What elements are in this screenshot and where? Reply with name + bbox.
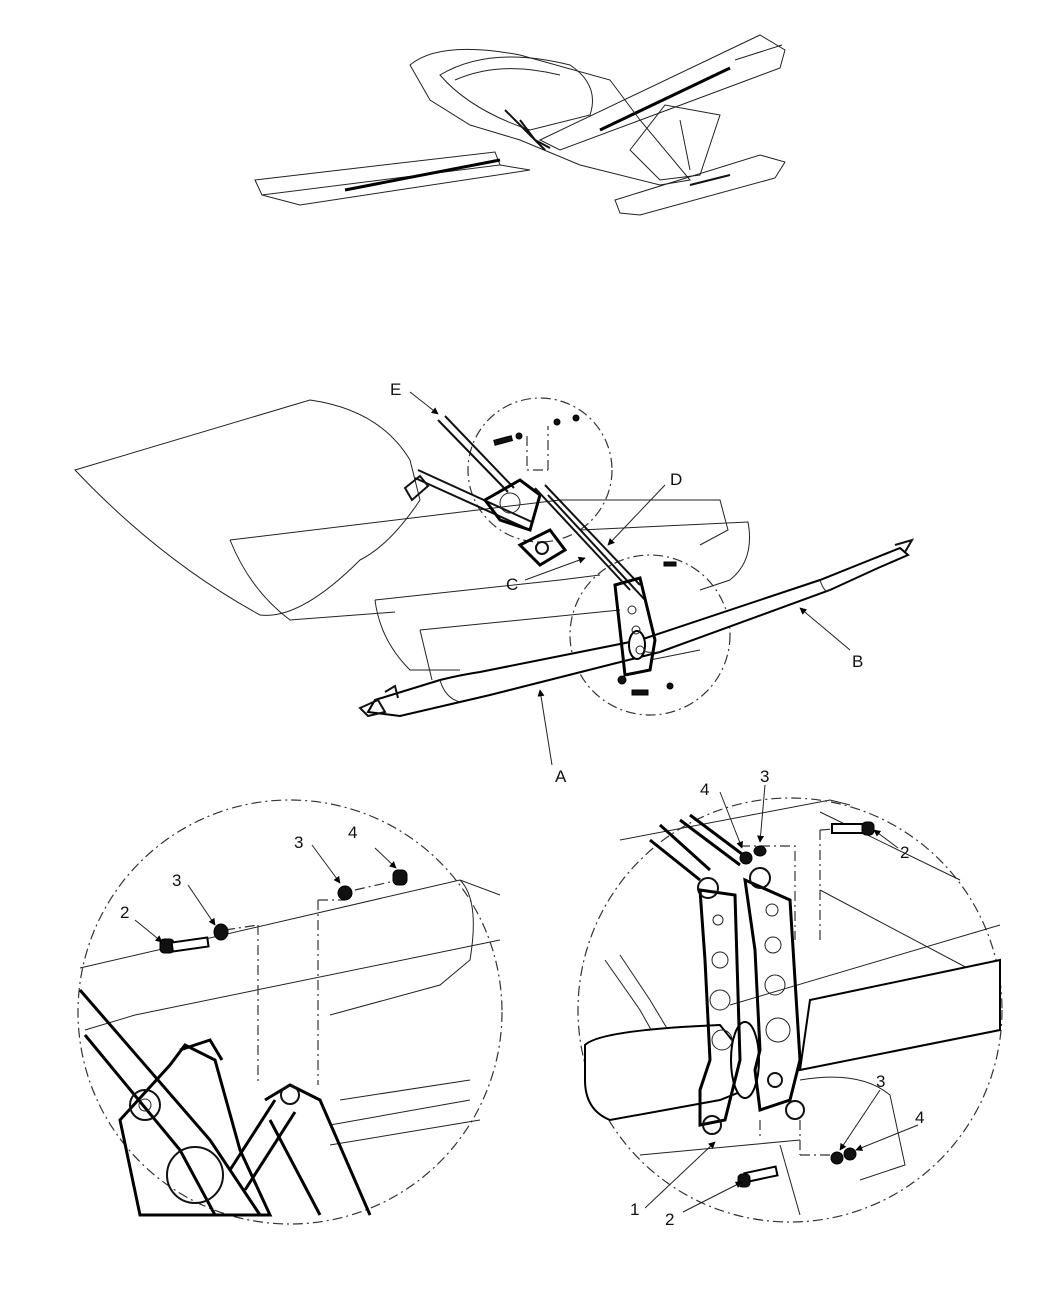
main-assembly-view: E D C B A <box>74 380 915 786</box>
callout-nut-bottom: 4 <box>915 1108 924 1127</box>
callout-nut: 4 <box>348 823 357 842</box>
callout-nut-top: 4 <box>700 780 709 799</box>
airplane-overview <box>254 34 786 216</box>
callout-c: C <box>506 575 518 594</box>
callout-bracket: 1 <box>630 1200 639 1219</box>
callout-e: E <box>390 380 401 399</box>
callout-washer-top: 3 <box>760 767 769 786</box>
callout-washer-right: 3 <box>294 833 303 852</box>
callout-d: D <box>670 470 682 489</box>
callout-bolt: 2 <box>120 903 129 922</box>
callout-b: B <box>852 652 863 671</box>
callout-washer-left: 3 <box>172 871 181 890</box>
callout-bolt-top: 2 <box>900 843 909 862</box>
detail-right-view: 4 3 2 3 4 1 2 <box>577 767 1003 1229</box>
detail-left-view: 2 3 3 4 <box>77 799 503 1225</box>
callout-washer-bottom: 3 <box>876 1072 885 1091</box>
callout-a: A <box>555 767 567 786</box>
callout-bolt-bottom: 2 <box>665 1210 674 1229</box>
